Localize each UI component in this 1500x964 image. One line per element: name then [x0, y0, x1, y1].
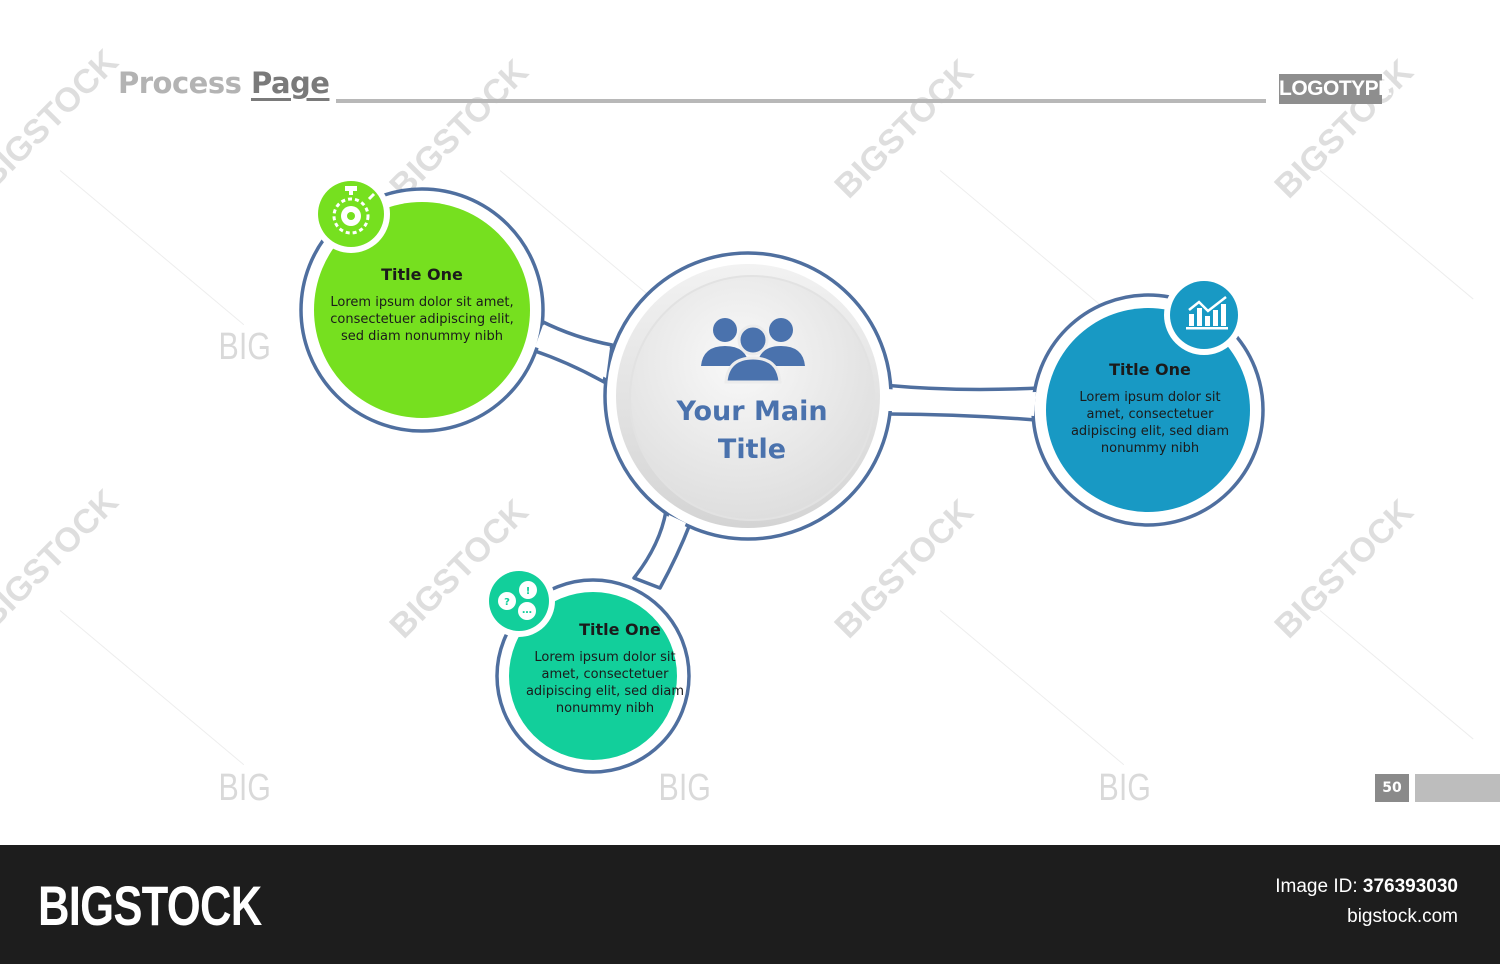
disc-teal [509, 592, 677, 760]
connector-fills [535, 325, 1036, 583]
page-title: Process Page [118, 66, 330, 100]
footer-brand-logo: BIGSTOCK [38, 874, 262, 937]
footer-url: bigstock.com [1347, 906, 1458, 927]
page-title-part1: Process [118, 66, 242, 100]
disc-green [314, 202, 530, 418]
people-icon [701, 318, 805, 384]
footer-id-value: 376393030 [1362, 876, 1458, 897]
main-disc [629, 275, 875, 521]
disc-blue [1046, 308, 1250, 512]
node-body: Lorem ipsum dolor sit amet, consectetuer… [525, 650, 685, 716]
svg-text:…: … [522, 605, 532, 616]
bar-chart-icon [1164, 275, 1244, 355]
speech-bubbles-icon: ? ! … [483, 565, 555, 637]
node-teal-text: Title One Lorem ipsum dolor sit amet, co… [520, 620, 690, 717]
stock-footer: BIGSTOCK Image ID: 376393030 bigstock.co… [0, 845, 1500, 964]
node-blue-text: Title One Lorem ipsum dolor sit amet, co… [1060, 360, 1240, 457]
footer-id-label: Image ID: [1275, 876, 1358, 897]
logotype: LOGOTYPE [1279, 74, 1392, 104]
stopwatch-gear-icon [312, 175, 390, 253]
header-rule [336, 99, 1266, 103]
page-title-part2: Page [250, 66, 330, 100]
slide: BIGSTOCK BIGSTOCK BIGSTOCK BIGSTOCK BIGS… [0, 42, 1500, 809]
node-body: Lorem ipsum dolor sit amet, consectetuer… [330, 295, 514, 344]
svg-text:?: ? [504, 597, 510, 608]
page-number-bar [1415, 774, 1500, 802]
svg-text:!: ! [526, 586, 531, 597]
node-green-text: Title One Lorem ipsum dolor sit amet, co… [317, 265, 527, 345]
node-body: Lorem ipsum dolor sit amet, consectetuer… [1070, 390, 1230, 456]
node-title: Title One [579, 620, 661, 639]
node-title: Title One [1109, 360, 1191, 379]
footer-image-id: Image ID: 376393030 [1275, 876, 1458, 898]
metaball-diagram: ? ! … [299, 175, 1265, 774]
page-number: 50 [1375, 774, 1409, 802]
node-title: Title One [381, 265, 463, 284]
